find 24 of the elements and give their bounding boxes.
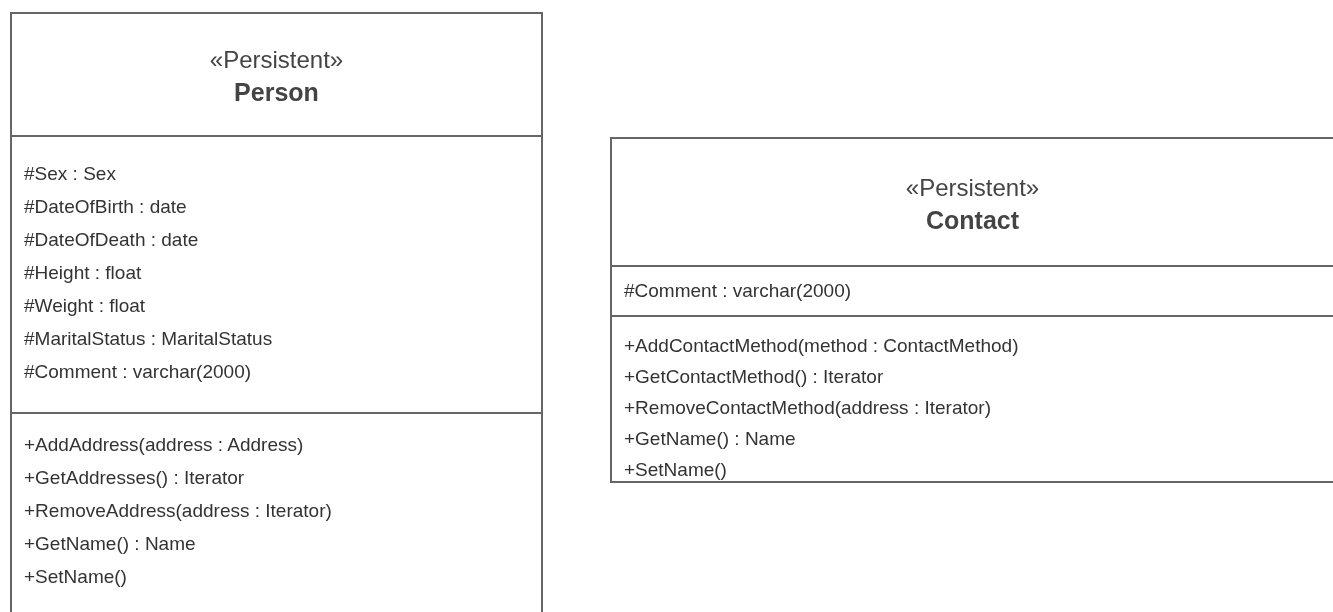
attribute-text: #Comment : varchar(2000) xyxy=(24,359,252,384)
attribute-text: #DateOfDeath : date xyxy=(24,227,199,252)
attribute-text: #Comment : varchar(2000) xyxy=(624,279,852,303)
stereotype-label: «Persistent» xyxy=(209,45,344,76)
operation-text: +AddAddress(address : Address) xyxy=(24,432,304,457)
class-box xyxy=(10,12,543,612)
operation-text: +RemoveContactMethod(address : Iterator) xyxy=(624,396,991,420)
class-name: Person xyxy=(234,77,319,109)
operation-text: +AddContactMethod(method : ContactMethod) xyxy=(624,334,1019,358)
operation-text: +SetName() xyxy=(24,564,127,589)
attribute-text: #Height : float xyxy=(24,260,142,285)
class-box xyxy=(610,137,1333,483)
operation-text: +GetName() : Name xyxy=(624,427,796,451)
operation-text: +GetAddresses() : Iterator xyxy=(24,465,245,490)
operation-text: +GetContactMethod() : Iterator xyxy=(624,365,884,389)
operation-text: +SetName() xyxy=(624,458,727,482)
attribute-text: #MaritalStatus : MaritalStatus xyxy=(24,326,273,351)
attribute-text: #Weight : float xyxy=(24,293,146,318)
attribute-text: #DateOfBirth : date xyxy=(24,194,187,219)
class-name: Contact xyxy=(925,205,1020,236)
operation-text: +RemoveAddress(address : Iterator) xyxy=(24,498,332,523)
operation-text: +GetName() : Name xyxy=(24,531,196,556)
stereotype-label: «Persistent» xyxy=(905,173,1040,203)
attribute-text: #Sex : Sex xyxy=(24,161,116,186)
